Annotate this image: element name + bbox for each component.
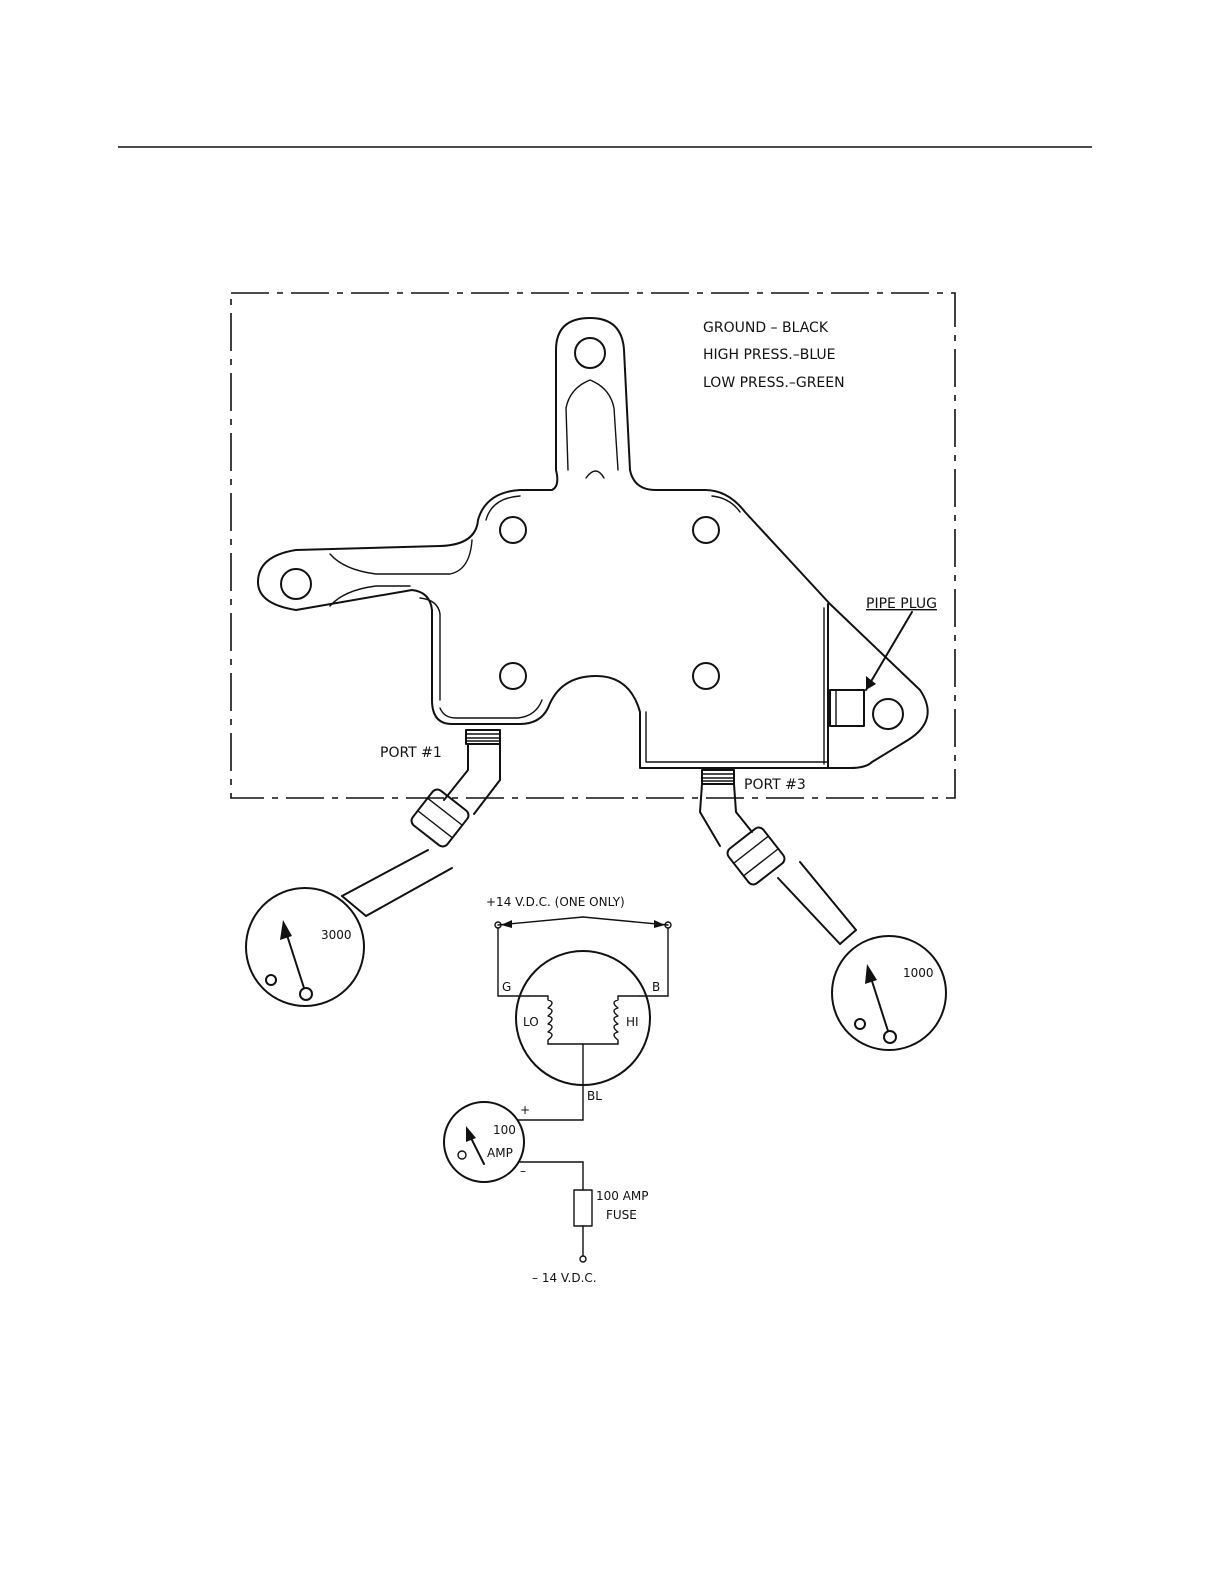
wiring-schematic bbox=[444, 917, 671, 1262]
coil-hi-label: HI bbox=[626, 1015, 639, 1029]
right-gauge-value: 1000 bbox=[903, 966, 934, 980]
legend-high-press: HIGH PRESS.–BLUE bbox=[703, 347, 836, 363]
mounting-holes bbox=[281, 338, 903, 729]
legend-ground: GROUND – BLACK bbox=[703, 320, 829, 336]
ammeter-plus-label: + bbox=[520, 1103, 530, 1117]
terminal-bl-label: BL bbox=[587, 1089, 602, 1103]
ammeter-value-label: 100 bbox=[493, 1123, 516, 1137]
port1-label: PORT #1 bbox=[380, 745, 442, 761]
pipe-plug bbox=[830, 612, 912, 726]
supply-positive-label: +14 V.D.C. (ONE ONLY) bbox=[486, 895, 625, 909]
fuse-label-amp: 100 AMP bbox=[596, 1189, 649, 1203]
fuse-label-fuse: FUSE bbox=[606, 1208, 637, 1222]
ammeter-unit-label: AMP bbox=[487, 1146, 513, 1160]
left-pressure-gauge bbox=[246, 888, 364, 1006]
coil-lo-label: LO bbox=[523, 1015, 539, 1029]
legend-low-press: LOW PRESS.–GREEN bbox=[703, 375, 845, 391]
port3-fitting bbox=[700, 770, 856, 944]
supply-negative-label: – 14 V.D.C. bbox=[532, 1271, 597, 1285]
terminal-b-label: B bbox=[652, 980, 660, 994]
ammeter-minus-label: – bbox=[520, 1164, 526, 1178]
pipe-plug-label: PIPE PLUG bbox=[866, 596, 937, 612]
left-gauge-value: 3000 bbox=[321, 928, 352, 942]
right-pressure-gauge bbox=[832, 936, 946, 1050]
mounting-panel-outline bbox=[231, 293, 955, 798]
terminal-g-label: G bbox=[502, 980, 511, 994]
port3-label: PORT #3 bbox=[744, 777, 806, 793]
